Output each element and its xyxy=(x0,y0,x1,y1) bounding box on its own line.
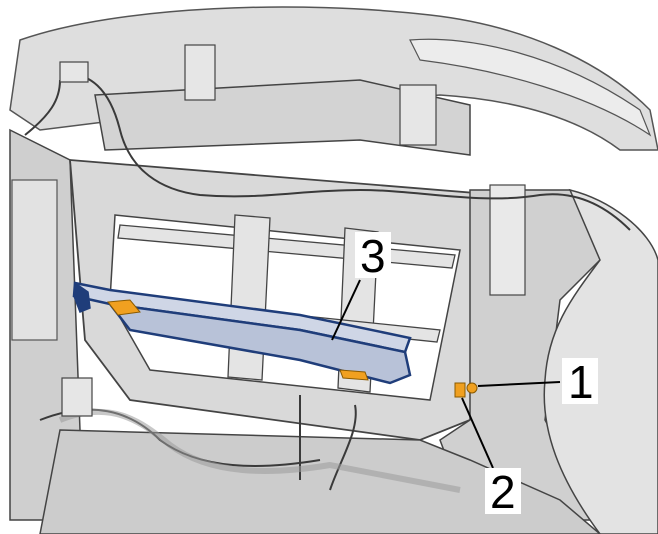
lower-bumper-section xyxy=(39,429,602,534)
retaining-clip-head xyxy=(466,382,478,394)
trim-clip-right xyxy=(339,369,369,381)
upper-bracket-left xyxy=(184,44,216,101)
callout-3-bg xyxy=(355,232,391,278)
trim-strip-end xyxy=(73,281,91,313)
callout-1: 1 xyxy=(568,356,594,408)
right-outer-shell xyxy=(543,188,658,534)
callout-2: 2 xyxy=(490,466,516,518)
callout-3: 3 xyxy=(360,230,386,282)
callout-2-bg xyxy=(485,468,521,514)
callout-1-bg xyxy=(562,358,598,404)
leader-line-1 xyxy=(477,381,561,387)
top-flange xyxy=(409,38,652,137)
trim-strip-lower-lip xyxy=(107,302,412,385)
right-bracket xyxy=(489,184,526,296)
leader-line-3 xyxy=(331,279,361,341)
left-block xyxy=(11,179,58,341)
trim-clip-left xyxy=(107,299,141,316)
connector-left xyxy=(61,377,93,417)
upper-bracket-right xyxy=(399,84,437,146)
retaining-clip-body xyxy=(454,382,466,398)
leader-line-2 xyxy=(461,397,494,469)
connector-top xyxy=(59,61,89,83)
wiring-harness-outline xyxy=(58,408,461,493)
